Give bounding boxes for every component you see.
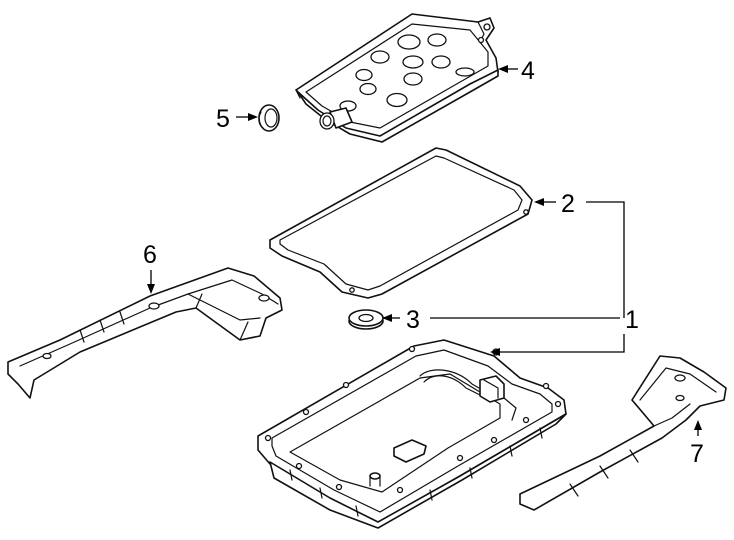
callout-1: 1: [490, 306, 639, 356]
callout-label-1: 1: [625, 306, 639, 334]
callout-label-7: 7: [690, 440, 704, 468]
callout-6: 6: [143, 241, 157, 294]
callout-3: 3: [382, 306, 620, 334]
callout-label-5: 5: [216, 105, 230, 133]
part-2-gasket[interactable]: [269, 147, 533, 299]
callout-5: 5: [216, 105, 258, 133]
callout-4: 4: [498, 57, 535, 85]
part-5-seal[interactable]: [258, 104, 280, 132]
part-6-shield[interactable]: [7, 267, 283, 399]
callout-label-6: 6: [143, 241, 157, 269]
callout-label-4: 4: [521, 57, 535, 85]
callout-7: 7: [690, 420, 704, 468]
callout-label-3: 3: [406, 306, 420, 334]
callout-label-2: 2: [561, 190, 575, 218]
part-7-shield[interactable]: [519, 355, 727, 511]
part-1-oil-pan[interactable]: [257, 339, 567, 529]
part-4-filter[interactable]: [295, 13, 499, 143]
callout-2: 2: [534, 190, 625, 318]
part-3-washer[interactable]: [348, 309, 384, 330]
